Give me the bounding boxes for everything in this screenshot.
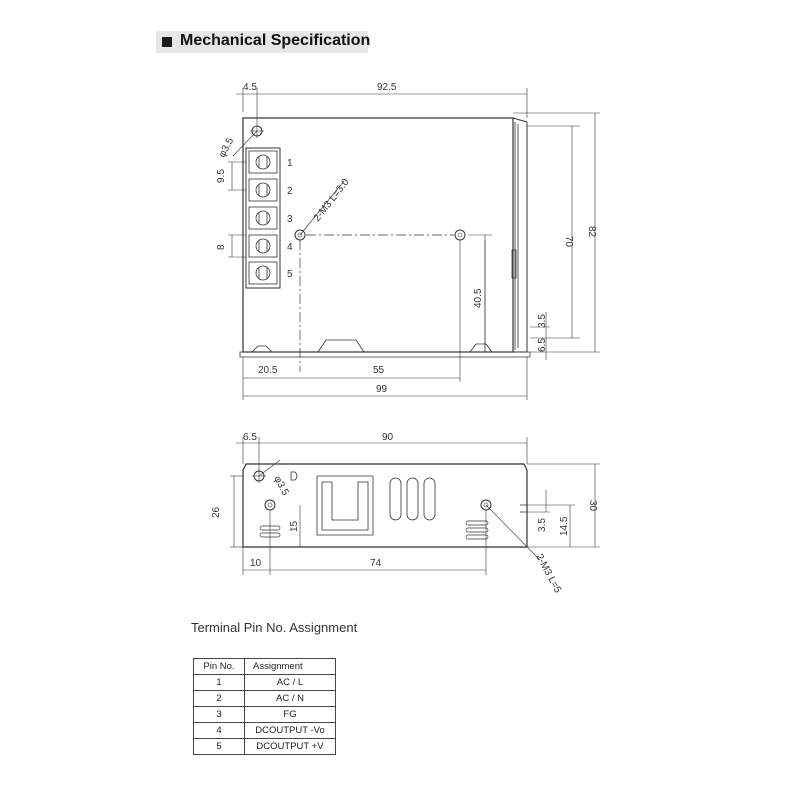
dim-92-5: 92.5 [377,82,397,93]
table-row: 5 DCOUTPUT +V [193,738,336,755]
table-row: 4 DCOUTPUT -Vo [193,722,336,739]
side-dim-3-5: 3.5 [537,518,548,532]
dim-40-5: 40.5 [473,288,484,308]
section-header: Mechanical Specification [156,31,371,53]
pin-number: 1 [193,674,245,691]
pin-assignment: DCOUTPUT +V [244,738,336,755]
side-m3-hole-left-icon [264,499,276,511]
m3-hole-right-icon [454,229,466,241]
top-view: 4.5 92.5 φ3.5 9.5 8 2-M3 L=3.0 70 82 40.… [216,82,600,400]
dim-9-5: 9.5 [216,169,227,183]
header-assignment: Assignment [244,658,336,675]
pin-label-5: 5 [287,269,293,280]
pin-number: 2 [193,690,245,707]
dim-82: 82 [586,226,597,238]
cutout-inner [321,481,369,531]
cutout-outer [316,475,374,536]
pin-assignment-table: Pin No. Assignment 1 AC / L 2 AC / N 3 F… [193,658,336,755]
pin-assignment: DCOUTPUT -Vo [244,722,336,739]
terminal-screws [248,150,278,285]
side-dim-6-5: 6.5 [243,432,257,443]
side-dim-26: 26 [211,506,222,518]
dim-70: 70 [563,236,574,248]
flange-lines [514,122,519,350]
table-row: 3 FG [193,706,336,723]
dim-55: 55 [373,365,385,376]
pin-number: 4 [193,722,245,739]
dim-20-5: 20.5 [258,365,278,376]
dim-4-5: 4.5 [243,82,257,93]
assignment-title: Terminal Pin No. Assignment [191,620,358,635]
table-row: 2 AC / N [193,690,336,707]
bullet-square-icon [162,37,172,47]
terminal-block [245,147,281,289]
side-dim-90: 90 [382,432,394,443]
flange-slot [511,249,517,279]
side-view-chassis [242,463,528,548]
side-dim-30: 30 [587,500,598,512]
dim-99: 99 [376,384,388,395]
side-dim-15: 15 [289,520,300,532]
side-dim-phi-3-5: φ3.5 [271,474,290,498]
section-title: Mechanical Specification [180,32,371,49]
pin-number: 5 [193,738,245,755]
pin-assignment: FG [244,706,336,723]
side-screw-callout: 2-M3 L=5 [533,552,563,595]
table-header-row: Pin No. Assignment [193,658,336,675]
side-dim-14-5: 14.5 [559,516,570,536]
dim-6-5: 6.5 [537,338,548,352]
table-row: 1 AC / L [193,674,336,691]
pin-label-1: 1 [287,158,293,169]
dim-8: 8 [216,244,227,250]
dim-3-5: 3.5 [537,314,548,328]
pin-assignment: AC / L [244,674,336,691]
base-plate [239,351,531,358]
header-pin-no: Pin No. [193,658,245,675]
side-dim-10: 10 [250,558,262,569]
base-tab-center [317,339,365,353]
pin-number: 3 [193,706,245,723]
side-dim-74: 74 [370,558,382,569]
side-view: 6.5 90 φ3.5 26 15 3.5 14.5 30 10 74 2-M3… [211,432,600,595]
pin-label-4: 4 [287,242,293,253]
pin-label-3: 3 [287,214,293,225]
base-tab-right [469,343,493,353]
pin-assignment: AC / N [244,690,336,707]
screw-callout: 2-M3 L=3.0 [312,177,352,224]
pin-label-2: 2 [287,186,293,197]
base-tab-left [251,345,273,353]
